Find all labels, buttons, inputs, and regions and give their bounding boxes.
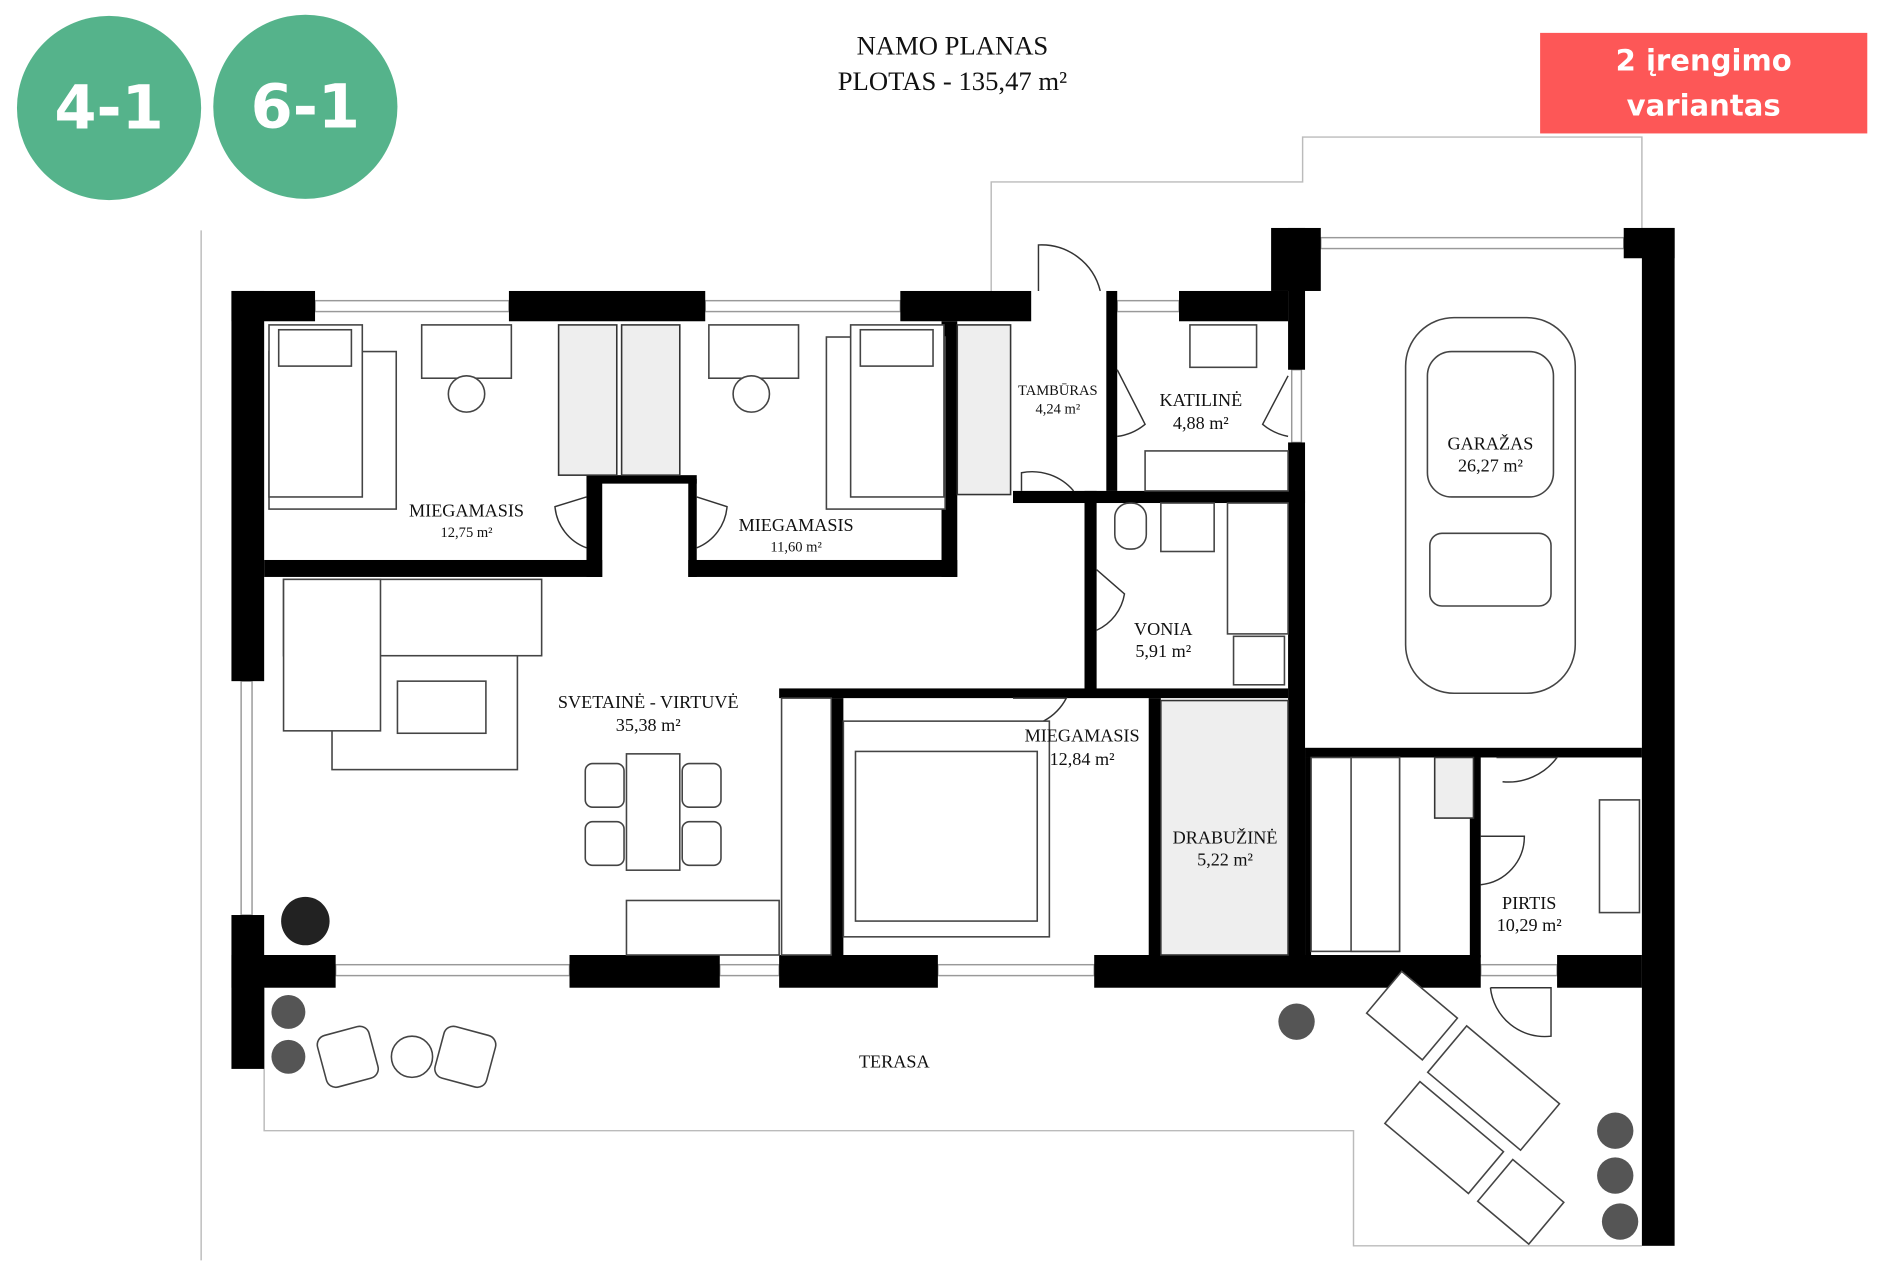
plan-area: PLOTAS - 135,47 m²	[838, 66, 1067, 96]
svg-text:6-1: 6-1	[251, 72, 360, 142]
plan-title: NAMO PLANAS	[857, 31, 1049, 61]
svg-text:2 įrengimo: 2 įrengimo	[1616, 43, 1792, 77]
room-name: KATILINĖ	[1159, 390, 1242, 410]
desk	[708, 324, 800, 380]
plant	[271, 1039, 306, 1074]
sauna-stove	[1433, 756, 1475, 819]
room-area: 5,91 m²	[1135, 641, 1191, 661]
room-area: 12,84 m²	[1050, 749, 1116, 769]
room-name: MIEGAMASIS	[739, 515, 854, 535]
shower	[1226, 502, 1289, 635]
desk	[420, 324, 513, 380]
plant	[1278, 1003, 1315, 1040]
room-name: DRABUŽINĖ	[1173, 827, 1278, 848]
room-name: TERASA	[859, 1052, 930, 1072]
room-name: PIRTIS	[1502, 893, 1556, 913]
terrace-chair	[316, 1025, 380, 1089]
room-name: MIEGAMASIS	[409, 500, 524, 520]
walls	[231, 227, 1675, 1246]
wardrobe	[620, 324, 681, 476]
room-area: 12,75 m²	[441, 525, 494, 541]
room-name: MIEGAMASIS	[1025, 726, 1140, 746]
plant	[281, 896, 330, 946]
svg-text:variantas: variantas	[1627, 88, 1781, 122]
lounge-set	[1365, 970, 1565, 1246]
terrace-table	[390, 1035, 434, 1079]
kitchen-counter	[625, 899, 780, 956]
site-outline	[200, 136, 1643, 1261]
room-area: 35,38 m²	[616, 715, 682, 735]
boiler	[1189, 324, 1258, 369]
sofa-chaise	[282, 578, 382, 732]
badge-6-1: 6-1	[213, 14, 398, 199]
badge-4-1: 4-1	[16, 15, 202, 201]
room-area: 4,24 m²	[1035, 401, 1080, 417]
room-labels: MIEGAMASIS 12,75 m² MIEGAMASIS 11,60 m² …	[409, 383, 1562, 1072]
variant-badge: 2 įrengimo variantas	[1540, 32, 1868, 134]
plant	[1601, 1203, 1639, 1240]
svg-text:4-1: 4-1	[54, 74, 163, 144]
washer	[1232, 635, 1286, 686]
room-area: 5,22 m²	[1197, 849, 1253, 869]
chair	[732, 375, 771, 413]
chair	[447, 375, 486, 413]
wardrobe	[956, 324, 1012, 496]
room-area: 10,29 m²	[1497, 915, 1563, 935]
plant	[1597, 1157, 1634, 1194]
sink	[1160, 502, 1215, 553]
room-area: 26,27 m²	[1458, 456, 1524, 476]
terrace-chair	[434, 1025, 497, 1089]
bench	[1598, 799, 1641, 914]
wardrobe	[557, 324, 618, 476]
room-area: 11,60 m²	[770, 539, 822, 555]
toilet	[1114, 502, 1148, 550]
room-name: TAMBŪRAS	[1018, 383, 1098, 399]
room-name: VONIA	[1134, 619, 1193, 639]
room-name: GARAŽAS	[1448, 433, 1534, 454]
coffee-table	[396, 680, 487, 735]
plant	[271, 994, 306, 1029]
dining-table	[625, 753, 681, 871]
kitchen-counter	[780, 697, 833, 956]
room-name: SVETAINĖ - VIRTUVĖ	[558, 692, 739, 712]
room-area: 4,88 m²	[1173, 413, 1229, 433]
furniture	[268, 316, 1641, 1246]
wardrobe	[1160, 699, 1289, 956]
plant	[1597, 1112, 1634, 1149]
